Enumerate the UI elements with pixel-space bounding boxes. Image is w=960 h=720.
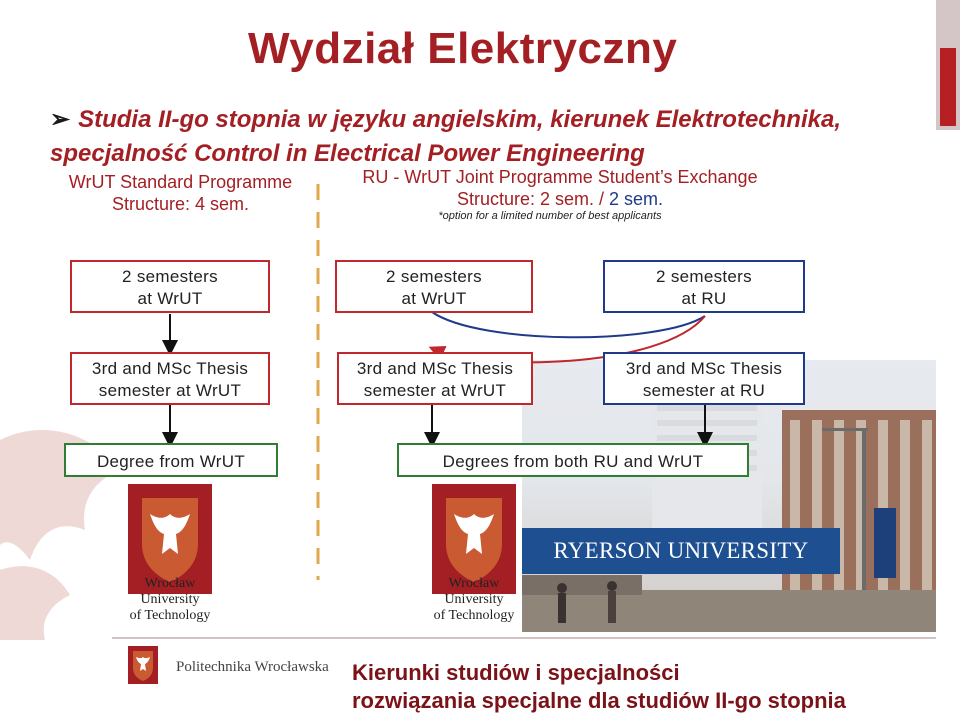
std-semesters-box: 2 semesters at WrUT — [70, 260, 270, 313]
right-accent-bar — [936, 0, 960, 130]
box-line: at WrUT — [72, 288, 268, 310]
box-line: 3rd and MSc Thesis — [72, 358, 268, 380]
logo-line: Wrocław — [120, 576, 220, 592]
logo-line: of Technology — [120, 608, 220, 624]
pwr-crest-icon — [128, 646, 158, 684]
logo-line: University — [424, 592, 524, 608]
std-degree-box: Degree from WrUT — [64, 443, 278, 477]
joint-programme-name: RU - WrUT Joint Programme Student’s Exch… — [300, 166, 820, 188]
subtitle-text: Studia II-go stopnia w języku angielskim… — [50, 106, 841, 167]
joint-wrut-semesters-box: 2 semesters at WrUT — [335, 260, 533, 313]
box-line: 2 semesters — [72, 266, 268, 288]
page-title: Wydział Elektryczny — [248, 24, 677, 74]
box-line: 2 semesters — [605, 266, 803, 288]
box-line: 3rd and MSc Thesis — [605, 358, 803, 380]
wrut-logo-text-right: Wrocław University of Technology — [424, 576, 524, 624]
footer-line-2: rozwiązania specjalne dla studiów II-go … — [352, 688, 846, 714]
joint-programme-structure: Structure: 2 sem. / 2 sem. — [300, 188, 820, 210]
joint-ru-third-semester-box: 3rd and MSc Thesis semester at RU — [603, 352, 805, 405]
footer-divider — [112, 637, 936, 639]
joint-structure-prefix: Structure: 2 sem. / — [457, 189, 609, 209]
standard-programme-name: WrUT Standard Programme — [48, 171, 313, 193]
joint-programme-heading: RU - WrUT Joint Programme Student’s Exch… — [300, 166, 820, 210]
box-line: Degree from WrUT — [66, 451, 276, 473]
selection-note: *option for a limited number of best app… — [330, 210, 770, 222]
joint-degree-box: Degrees from both RU and WrUT — [397, 443, 749, 477]
box-line: semester at RU — [605, 380, 803, 402]
box-line: 3rd and MSc Thesis — [339, 358, 531, 380]
box-line: semester at WrUT — [72, 380, 268, 402]
logo-line: Wrocław — [424, 576, 524, 592]
footer-line-1: Kierunki studiów i specjalności — [352, 660, 680, 686]
arrow-bullet-icon: ➢ — [50, 106, 70, 133]
standard-programme-heading: WrUT Standard Programme Structure: 4 sem… — [48, 171, 313, 215]
joint-wrut-third-semester-box: 3rd and MSc Thesis semester at WrUT — [337, 352, 533, 405]
box-line: Degrees from both RU and WrUT — [399, 451, 747, 473]
standard-programme-structure: Structure: 4 sem. — [48, 193, 313, 215]
box-line: 2 semesters — [337, 266, 531, 288]
std-third-semester-box: 3rd and MSc Thesis semester at WrUT — [70, 352, 270, 405]
joint-structure-suffix: 2 sem. — [609, 189, 663, 209]
box-line: semester at WrUT — [339, 380, 531, 402]
logo-line: of Technology — [424, 608, 524, 624]
box-line: at RU — [605, 288, 803, 310]
pwr-name: Politechnika Wrocławska — [176, 659, 329, 676]
logo-line: University — [120, 592, 220, 608]
ryerson-university-logo: RYERSON UNIVERSITY — [522, 528, 840, 574]
subtitle: ➢Studia II-go stopnia w języku angielski… — [50, 103, 930, 171]
wrut-logo-text-left: Wrocław University of Technology — [120, 576, 220, 624]
box-line: at WrUT — [337, 288, 531, 310]
joint-ru-semesters-box: 2 semesters at RU — [603, 260, 805, 313]
programme-divider — [316, 184, 320, 580]
